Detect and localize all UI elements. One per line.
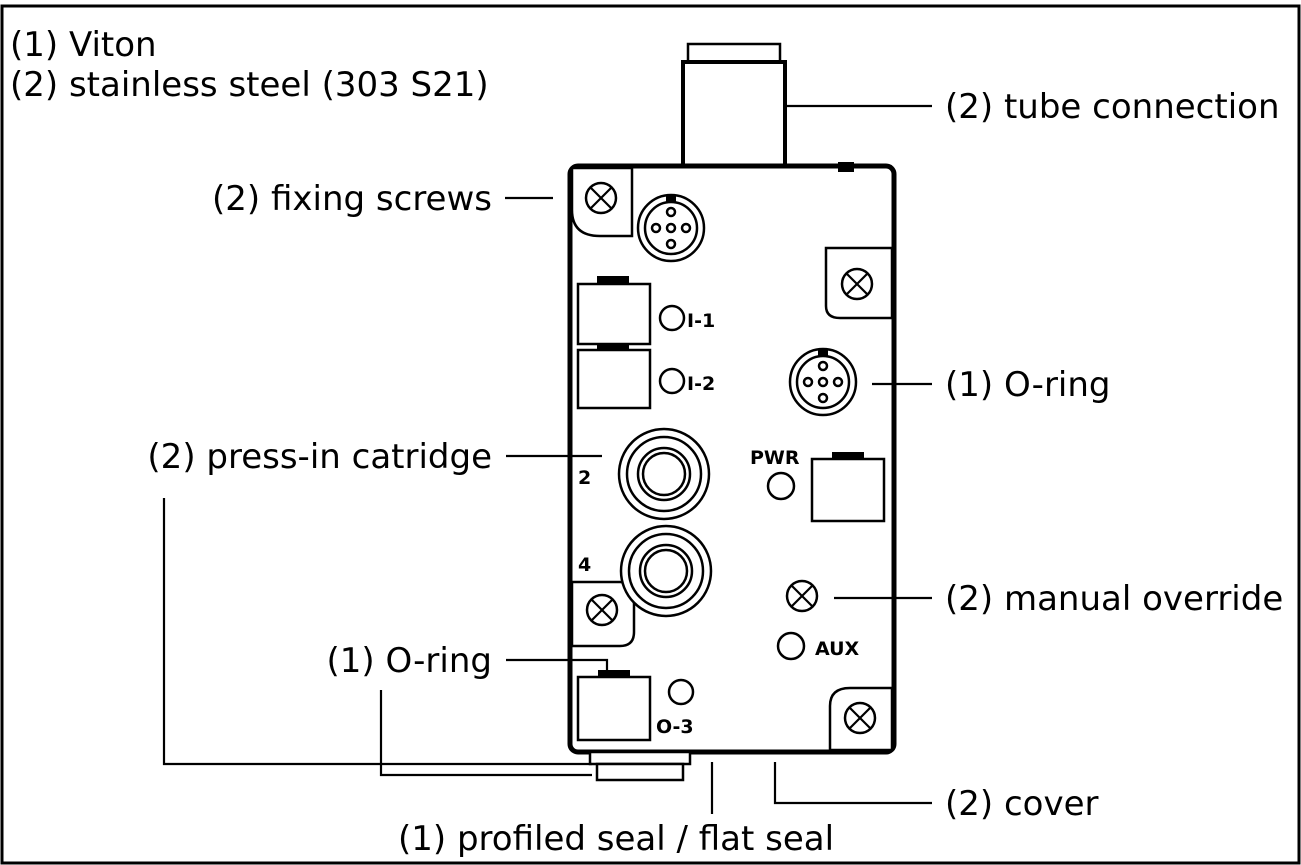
label-o3: O-3 [656, 716, 694, 738]
label-port-4: 4 [578, 554, 591, 576]
leader-cartridge-bottom [162, 498, 592, 766]
label-aux: AUX [815, 638, 860, 660]
callout-manual-override: (2) manual override [945, 579, 1283, 619]
label-i2: I-2 [687, 373, 715, 395]
legend-item-viton: (1) Viton [10, 25, 157, 65]
label-pwr: PWR [750, 447, 800, 469]
callout-profiled-seal: (1) profiled seal / flat seal [398, 819, 834, 859]
bottom-fitting [588, 750, 692, 782]
manual-override [785, 579, 819, 613]
label-port-2: 2 [578, 467, 591, 489]
connector-m12-right [788, 347, 858, 417]
callout-press-in-cartridge: (2) press-in catridge [147, 437, 492, 477]
fixing-screw-top-left [570, 166, 634, 238]
callout-fixing-screws: (2) fixing screws [212, 179, 492, 219]
leader-cover [773, 762, 932, 805]
callout-o-ring-right: (1) O-ring [945, 365, 1111, 405]
callout-tube-connection: (2) tube connection [945, 87, 1280, 127]
leader-o-ring-left-bottom [379, 690, 592, 777]
tube-connection [681, 42, 787, 170]
legend-item-stainless-steel: (2) stainless steel (303 S21) [10, 65, 489, 105]
pwr-indicator: PWR [750, 447, 886, 523]
leader-o-ring-left [506, 658, 609, 672]
label-i1: I-1 [687, 310, 715, 332]
connector-m12-top [636, 193, 706, 263]
callout-cover: (2) cover [945, 784, 1099, 824]
fixing-screw-left-lower [570, 580, 636, 648]
aux-indicator: AUX [776, 631, 860, 661]
connector-o3: O-3 [576, 670, 695, 742]
fixing-screw-bottom-right [828, 686, 894, 752]
fixing-screw-right [824, 246, 894, 320]
connector-i1: I-1 [576, 276, 715, 346]
press-in-cartridge-port-2: 2 [578, 427, 711, 521]
connector-i2: I-2 [576, 344, 715, 410]
callout-o-ring-left: (1) O-ring [326, 641, 492, 681]
outer-frame [0, 4, 1301, 865]
body-notch [838, 162, 854, 172]
press-in-cartridge-port-4: 4 [578, 524, 713, 618]
